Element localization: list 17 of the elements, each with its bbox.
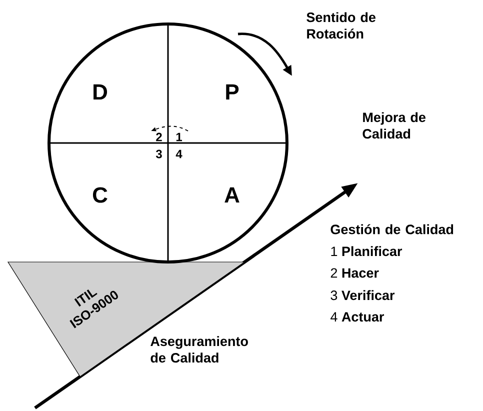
quadrant-letter: P [226, 84, 239, 100]
list-item: 3 Verificar [330, 290, 395, 300]
quadrant-number: 4 [176, 150, 182, 158]
caption-text: Sentido de Rotación [306, 12, 376, 39]
quadrant-number: 2 [156, 132, 162, 142]
list-item: 4 Actuar [330, 312, 384, 322]
wheel-circle [48, 22, 288, 264]
caption-text: Gestión de Calidad [330, 224, 454, 234]
quadrant-number: 1 [176, 132, 182, 142]
list-item: 2 Hacer [330, 268, 379, 278]
quadrant-letter: C [92, 187, 108, 203]
quadrant-letter: D [94, 84, 108, 100]
quadrant-number: 3 [156, 150, 162, 158]
caption-text: Aseguramiento de Calidad [150, 336, 248, 363]
caption-text: Mejora de Calidad [362, 112, 426, 139]
list-item: 1 Planificar [331, 246, 402, 256]
quadrant-letter: A [224, 187, 240, 203]
